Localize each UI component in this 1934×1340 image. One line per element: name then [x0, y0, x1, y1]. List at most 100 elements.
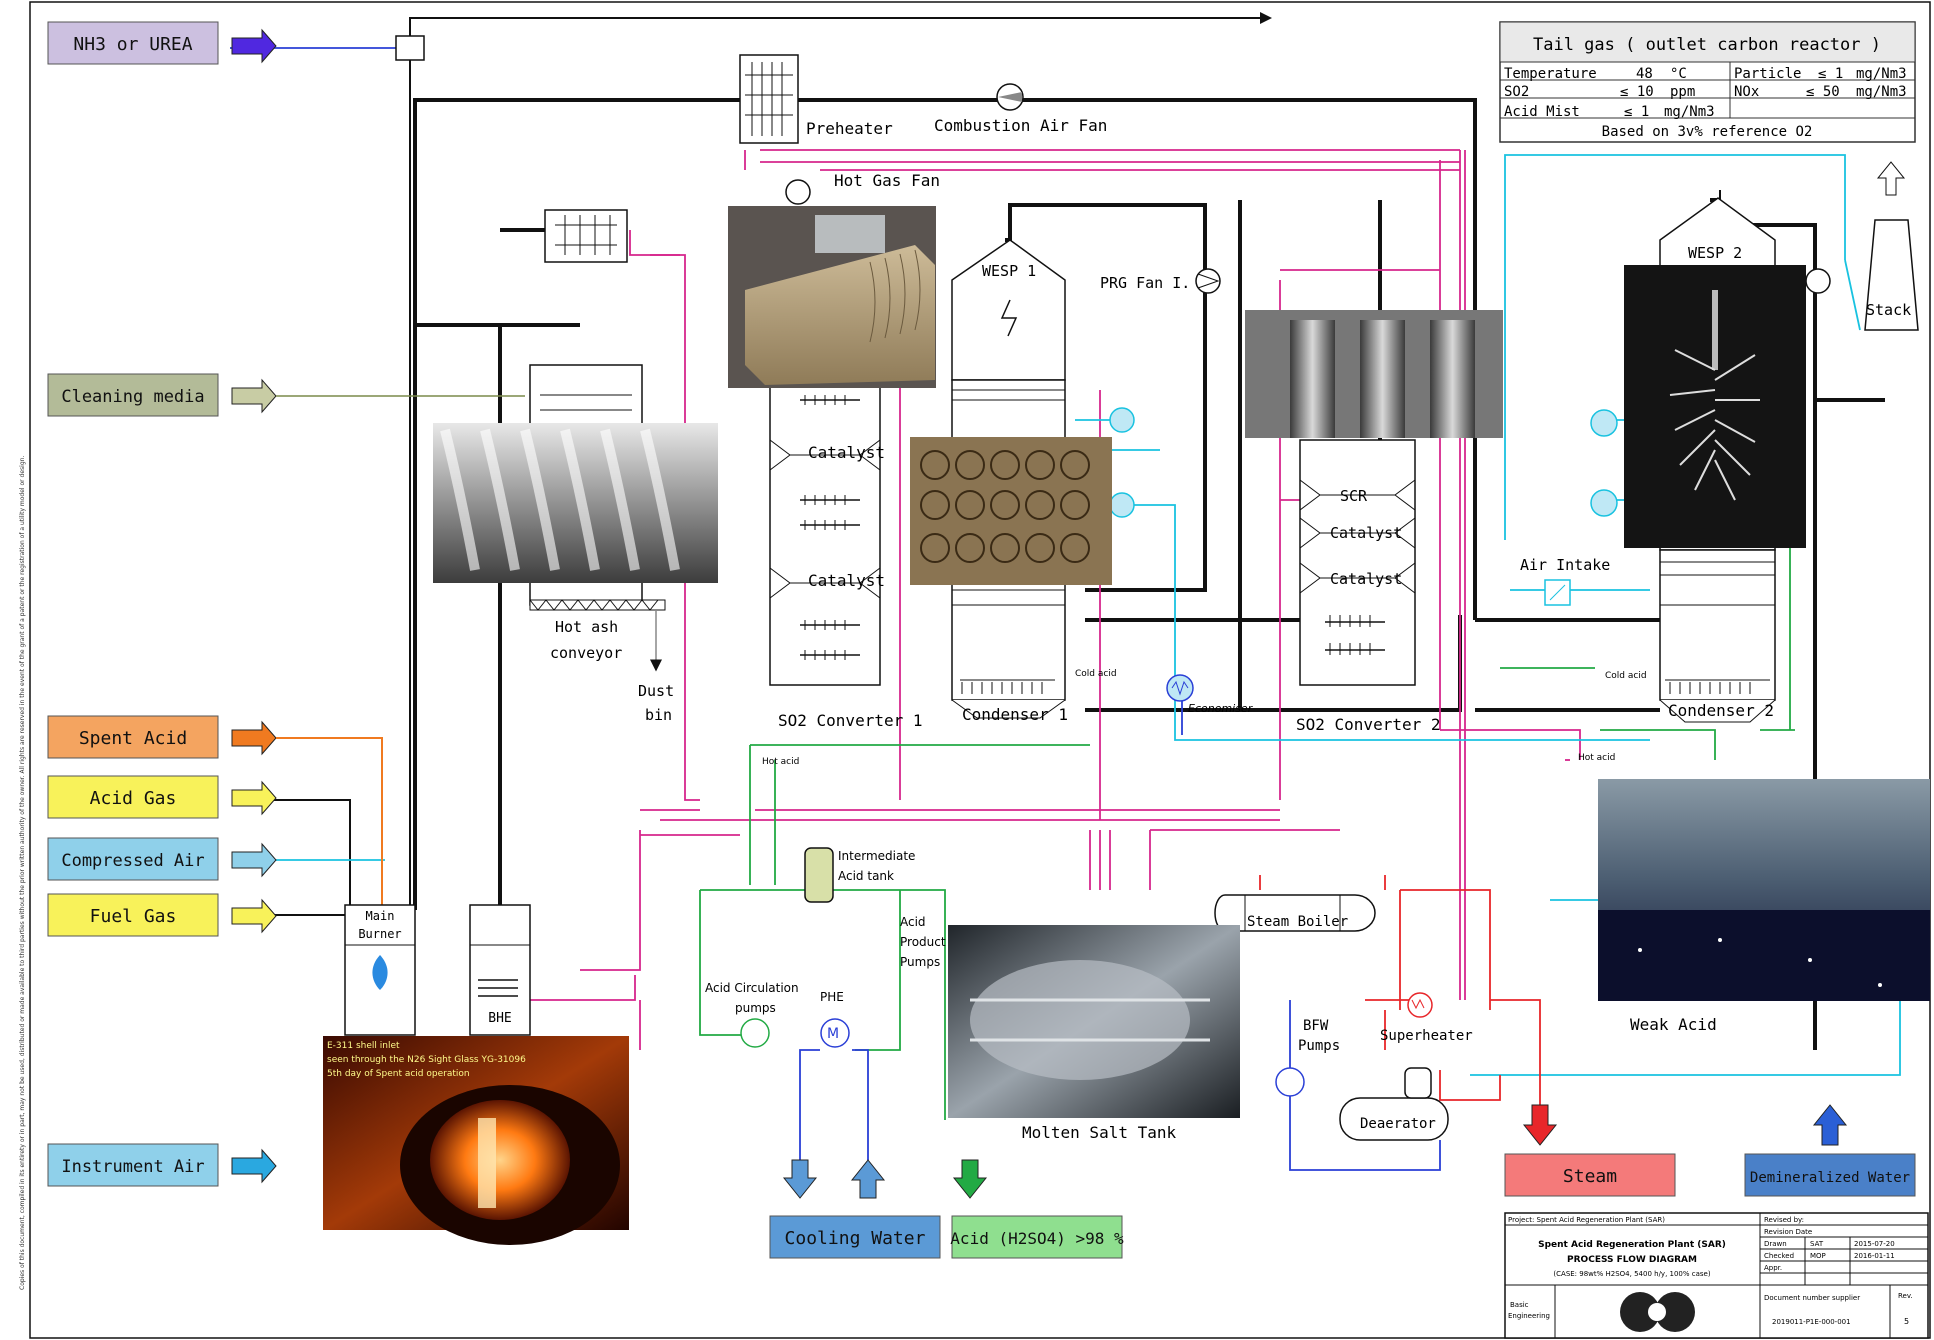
superheater: Superheater: [1380, 992, 1473, 1044]
bhe: BHE: [469, 904, 531, 1036]
combustion-air-fan: Combustion Air Fan: [934, 83, 1107, 135]
phase-label: Basic: [1510, 1301, 1529, 1309]
dust-bin-label-2: bin: [645, 706, 672, 724]
prg-fan: PRG Fan I.: [1100, 268, 1221, 294]
side-note: Copies of this document, compiled in its…: [19, 456, 26, 1290]
catalyst-label-2: Catalyst: [808, 571, 885, 590]
acid-product-pumps-label: Acid: [900, 915, 926, 929]
combustion-air-fan-label: Combustion Air Fan: [934, 116, 1107, 135]
intermediate-tank-label-2: Acid tank: [838, 869, 894, 883]
catalyst-label-3: Catalyst: [1330, 524, 1402, 542]
cooling-water-label: Cooling Water: [785, 1228, 926, 1249]
condenser-1-label: Condenser 1: [962, 705, 1068, 724]
hot-acid-label: Hot acid: [762, 757, 799, 767]
output-demin-water: Demineralized Water: [1744, 1104, 1916, 1197]
hot-gas-fan: Hot Gas Fan: [785, 171, 940, 205]
photo-catalyst-rings: [910, 437, 1112, 585]
photo-caption-line: seen through the N26 Sight Glass YG-3109…: [327, 1055, 526, 1065]
acid-circulation-pumps: Acid Circulation pumps: [705, 981, 799, 1048]
input-fuel-gas: Fuel Gas: [47, 893, 277, 937]
scr-label: SCR: [1340, 487, 1368, 505]
air-intake: Air Intake: [1520, 409, 1618, 606]
input-instrument-air: Instrument Air: [47, 1143, 277, 1187]
input-compressed-air: Compressed Air: [47, 837, 277, 881]
phe: M PHE: [820, 990, 850, 1048]
so2-converter-2-label: SO2 Converter 2: [1296, 715, 1441, 734]
revision-number: 5: [1904, 1317, 1909, 1326]
drawn-label: Drawn: [1764, 1240, 1787, 1248]
input-acid-gas: Acid Gas: [47, 775, 277, 819]
tail-gas-cell: Acid Mist: [1504, 104, 1580, 120]
tail-gas-cell: ≤ 1: [1624, 104, 1649, 120]
tail-gas-cell: ≤ 50: [1806, 84, 1840, 100]
tail-gas-cell: NOx: [1734, 84, 1759, 100]
tail-gas-cell: Particle: [1734, 66, 1801, 82]
photo-molten-salt-tank: [948, 925, 1240, 1118]
prg-fan-label: PRG Fan I.: [1100, 274, 1190, 292]
revision-date-label: Revision Date: [1764, 1228, 1812, 1236]
bfw-pumps-label: BFW: [1303, 1018, 1329, 1034]
fuel-gas-label: Fuel Gas: [90, 906, 177, 927]
drawing-title: Spent Acid Regeneration Plant (SAR): [1538, 1240, 1726, 1250]
acid-gas-label: Acid Gas: [90, 788, 177, 809]
bfw-pumps: BFW Pumps: [1275, 1018, 1340, 1097]
checked-by: MOP: [1810, 1252, 1826, 1260]
instrument-air-label: Instrument Air: [61, 1157, 204, 1177]
air-intake-label: Air Intake: [1520, 556, 1610, 574]
steam-boiler: Steam Boiler: [1214, 894, 1376, 932]
photo-wesp-electrode: [1624, 265, 1806, 548]
checked-date: 2016-01-11: [1854, 1252, 1895, 1260]
main-burner-label: Main: [366, 909, 395, 923]
company-logo: [1620, 1292, 1695, 1332]
photo-caption-line: E-311 shell inlet: [327, 1041, 400, 1051]
catalyst-label: Catalyst: [808, 443, 885, 462]
deaerator-label: Deaerator: [1360, 1116, 1436, 1132]
hot-ash-label-2: conveyor: [550, 644, 622, 662]
tail-gas-cell: SO2: [1504, 84, 1529, 100]
tail-gas-cell: mg/Nm3: [1856, 84, 1907, 100]
tail-gas-table: Tail gas ( outlet carbon reactor ) Tempe…: [1499, 21, 1916, 143]
tail-gas-cell: °C: [1670, 66, 1687, 82]
economiser: Economiser: [1166, 674, 1254, 715]
tail-gas-row: SO2 ≤ 10 ppm NOx ≤ 50 mg/Nm3: [1504, 84, 1907, 100]
hot-acid-label-2: Hot acid: [1578, 753, 1615, 763]
steam-label: Steam: [1563, 1166, 1617, 1187]
photo-e311-shell-inlet: E-311 shell inlet seen through the N26 S…: [323, 1036, 629, 1245]
air-blower-icon: [1109, 407, 1135, 433]
economiser-label: Economiser: [1188, 702, 1254, 715]
tail-gas-cell: mg/Nm3: [1856, 66, 1907, 82]
cold-acid-label-2: Cold acid: [1605, 671, 1647, 681]
tail-gas-row: Acid Mist ≤ 1 mg/Nm3: [1504, 104, 1715, 120]
output-steam: Steam: [1504, 1104, 1676, 1197]
tail-gas-row: Temperature 48 °C Particle ≤ 1 mg/Nm3: [1504, 66, 1907, 82]
drawing-case: (CASE: 98wt% H2SO4, 5400 h/y, 100% case): [1553, 1270, 1710, 1278]
tail-gas-cell: 48: [1636, 66, 1653, 82]
tail-gas-title: Tail gas ( outlet carbon reactor ): [1533, 35, 1881, 55]
project-name: Project: Spent Acid Regeneration Plant (…: [1508, 1216, 1665, 1224]
phase-label-2: Engineering: [1508, 1312, 1550, 1320]
compressed-air-label: Compressed Air: [61, 851, 204, 871]
dust-bin-label: Dust: [638, 682, 674, 700]
hot-gas-fan-label: Hot Gas Fan: [834, 171, 940, 190]
stack-label: Stack: [1866, 301, 1911, 319]
spent-acid-label: Spent Acid: [79, 728, 187, 749]
drawing-title-2: PROCESS FLOW DIAGRAM: [1567, 1255, 1697, 1265]
cooling-arrows: [782, 1159, 988, 1199]
tail-gas-note: Based on 3v% reference O2: [1602, 124, 1813, 140]
input-spent-acid: Spent Acid: [47, 715, 383, 905]
tail-gas-cell: Temperature: [1504, 66, 1597, 82]
nh3-label: NH3 or UREA: [73, 34, 192, 55]
deaerator: Deaerator: [1339, 1067, 1449, 1141]
photo-catalyst-block: [728, 206, 936, 388]
hot-ash-label: Hot ash: [555, 618, 618, 636]
so2-converter-2: SCR Catalyst Catalyst SO2 Converter 2: [1296, 439, 1441, 734]
so2-converter-1: Catalyst Catalyst SO2 Converter 1: [769, 384, 923, 730]
top-arrow: [1260, 12, 1272, 24]
input-nh3: NH3 or UREA: [47, 21, 277, 65]
approved-label: Appr.: [1764, 1264, 1782, 1272]
tail-gas-cell: ≤ 10: [1620, 84, 1654, 100]
so2-converter-1-label: SO2 Converter 1: [778, 711, 923, 730]
revision-label: Rev.: [1898, 1292, 1913, 1300]
input-cleaning: Cleaning media: [47, 373, 525, 417]
